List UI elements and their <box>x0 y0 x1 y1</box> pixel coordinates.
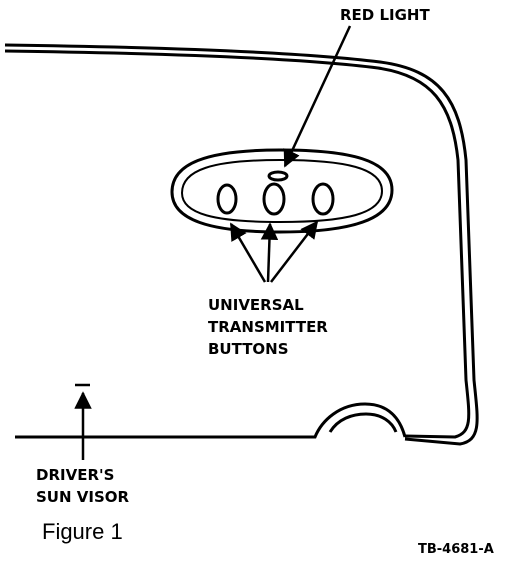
red-light-indicator <box>267 170 289 182</box>
buttons-label-line1: UNIVERSAL <box>208 296 304 314</box>
visor-outline <box>4 43 479 446</box>
buttons-label-line2: TRANSMITTER <box>208 318 328 336</box>
transmitter-housing <box>170 148 394 234</box>
transmitter-button-3 <box>311 182 335 216</box>
figure-caption: Figure 1 <box>42 519 123 544</box>
buttons-label-line3: BUTTONS <box>208 340 289 358</box>
document-code: TB-4681-A <box>418 542 494 557</box>
transmitter-button-1 <box>216 183 238 215</box>
red-light-arrow <box>283 25 352 168</box>
button-arrow-3 <box>270 220 319 283</box>
button-arrow-1 <box>229 222 267 283</box>
red-light-label: RED LIGHT <box>340 6 430 24</box>
button-arrow-2 <box>260 222 279 283</box>
sun-visor-label-line2: SUN VISOR <box>36 488 130 506</box>
transmitter-buttons <box>216 182 335 216</box>
sun-visor-label-line1: DRIVER'S <box>36 466 115 484</box>
transmitter-button-2 <box>262 182 286 216</box>
